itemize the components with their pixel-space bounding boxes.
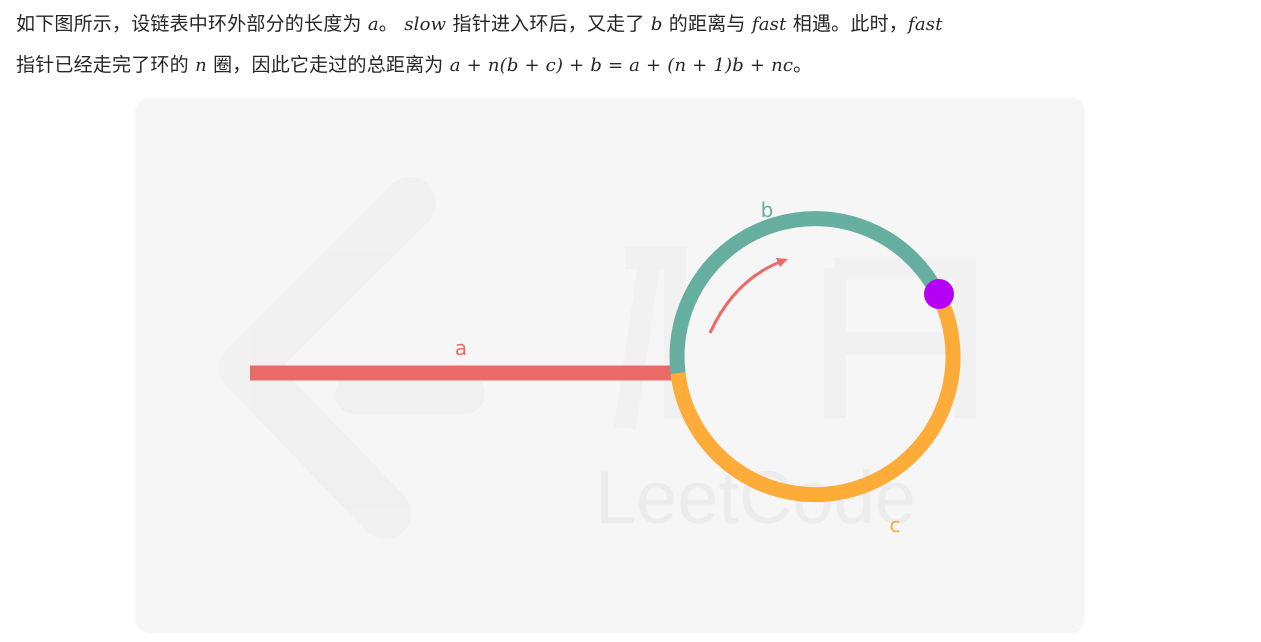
math-fast: fast	[751, 14, 787, 35]
text-run: 指针进入环后，又走了	[452, 13, 645, 35]
math-n: n	[195, 55, 207, 76]
explanation-paragraph: 如下图所示，设链表中环外部分的长度为 a。 slow 指针进入环后，又走了 b …	[16, 4, 1246, 86]
label-a: a	[455, 336, 467, 360]
math-total-distance: a + n(b + c) + b = a + (n + 1)b + nc	[449, 55, 794, 76]
segment-b	[669, 211, 945, 374]
text-run: 。	[793, 54, 813, 76]
watermark-glyph-1	[614, 247, 686, 430]
text-run: 指针已经走完了环的	[16, 54, 189, 76]
label-b: b	[761, 198, 774, 222]
direction-arrow	[708, 258, 786, 334]
text-run: 。	[378, 13, 398, 35]
text-run: 如下图所示，设链表中环外部分的长度为	[16, 13, 362, 35]
segment-c	[670, 290, 961, 503]
linked-list-cycle-figure: LeetCode a b c	[135, 98, 1085, 633]
watermark-glyph-2	[824, 257, 976, 418]
math-fast: fast	[907, 14, 943, 35]
watermark-chevron	[219, 177, 436, 539]
text-run: 相遇。此时，	[792, 13, 908, 35]
arrow-head-icon	[776, 258, 788, 267]
math-a: a	[367, 14, 379, 35]
meeting-point	[924, 279, 954, 309]
paragraph-line-1: 如下图所示，设链表中环外部分的长度为 a。 slow 指针进入环后，又走了 b …	[16, 4, 1246, 45]
leetcode-watermark-logo	[219, 177, 976, 539]
cycle-diagram: LeetCode a b c	[219, 177, 976, 539]
math-b: b	[650, 14, 663, 35]
watermark-text: LeetCode	[595, 456, 916, 539]
paragraph-line-2: 指针已经走完了环的 n 圈，因此它走过的总距离为 a + n(b + c) + …	[16, 45, 1246, 86]
text-run: 圈，因此它走过的总距离为	[213, 54, 444, 76]
math-slow: slow	[404, 14, 447, 35]
text-run: 的距离与	[668, 13, 746, 35]
label-c: c	[890, 513, 901, 537]
